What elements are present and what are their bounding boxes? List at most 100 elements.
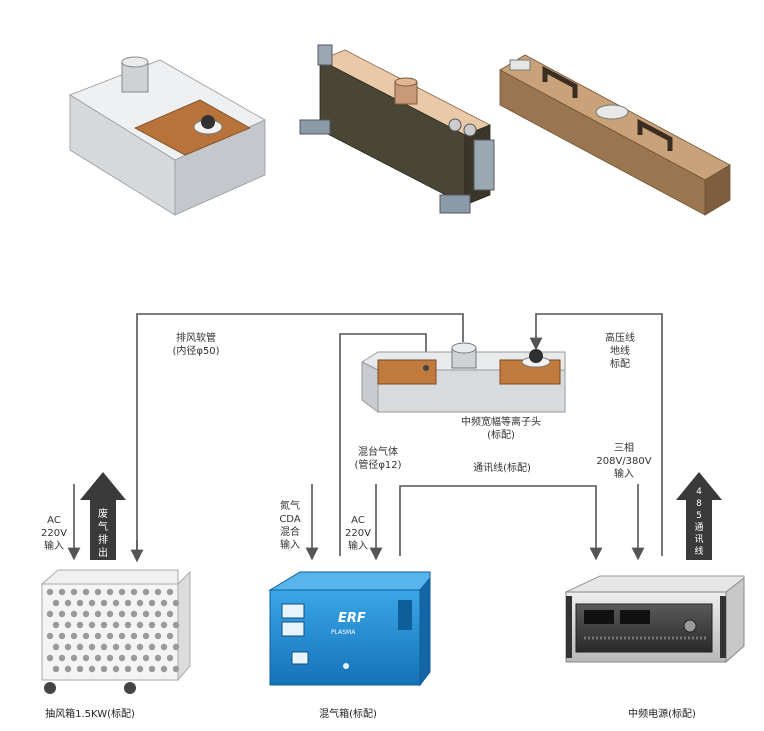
fan-box-hole bbox=[118, 654, 126, 662]
fan-box-hole bbox=[76, 665, 84, 673]
fan-box-hole bbox=[160, 643, 168, 651]
hv-line bbox=[529, 313, 663, 556]
fan-box-hole bbox=[148, 665, 156, 673]
ac-left-label: AC 220V 输入 bbox=[41, 515, 67, 552]
fan-box-hole bbox=[118, 588, 126, 596]
three-phase-label: 三相 208V/380V 输入 bbox=[596, 443, 652, 480]
fan-box-hole bbox=[88, 621, 96, 629]
fan-box-hole bbox=[46, 588, 54, 596]
fan-box-hole bbox=[160, 599, 168, 607]
fan-box-hole bbox=[88, 599, 96, 607]
nitrogen-cda-label: 氮气 CDA 混合 输入 bbox=[279, 501, 301, 551]
fan-box-hole bbox=[58, 610, 66, 618]
fan-box-hole bbox=[136, 643, 144, 651]
fan-box-hole bbox=[64, 643, 72, 651]
fan-box-hole bbox=[142, 654, 150, 662]
fan-box-hole bbox=[130, 632, 138, 640]
fan-box-hole bbox=[166, 588, 174, 596]
gas-box-render: ERF PLASMA bbox=[268, 571, 431, 687]
fan-box-hole bbox=[166, 610, 174, 618]
fan-box-hole bbox=[88, 643, 96, 651]
exhaust-out-arrow bbox=[80, 472, 126, 560]
fan-box-hole bbox=[154, 588, 162, 596]
fan-box-hole bbox=[46, 610, 54, 618]
fan-box-hole bbox=[100, 599, 108, 607]
exhaust-hose-label: 排风软管 (内径φ50) bbox=[172, 333, 220, 357]
gas-box-brand: ERF bbox=[338, 611, 366, 626]
fan-box-hole bbox=[124, 665, 132, 673]
fan-box-hole bbox=[76, 643, 84, 651]
fan-box-hole bbox=[130, 654, 138, 662]
fan-box-hole bbox=[58, 588, 66, 596]
fan-box-hole bbox=[106, 632, 114, 640]
fan-box-hole bbox=[64, 599, 72, 607]
fan-box-hole bbox=[58, 632, 66, 640]
fan-box-hole bbox=[88, 665, 96, 673]
product-render-compact-module bbox=[69, 56, 266, 216]
fan-box-hole bbox=[124, 621, 132, 629]
fan-box-hole bbox=[106, 610, 114, 618]
fan-box-hole bbox=[112, 643, 120, 651]
rs485-label: 4 8 5 通 讯 线 bbox=[694, 487, 704, 557]
fan-box-hole bbox=[76, 621, 84, 629]
fan-box-hole bbox=[124, 643, 132, 651]
fan-box-hole bbox=[124, 599, 132, 607]
fan-box-hole bbox=[106, 588, 114, 596]
comm-line-label: 通讯线(标配) bbox=[473, 463, 531, 474]
connection-lines bbox=[67, 313, 663, 563]
fan-box-hole bbox=[136, 599, 144, 607]
fan-box-hole bbox=[70, 654, 78, 662]
fan-box-hole bbox=[94, 610, 102, 618]
fan-box-hole bbox=[52, 665, 60, 673]
fan-box-hole bbox=[64, 665, 72, 673]
fan-box-hole bbox=[70, 610, 78, 618]
fan-box-hole bbox=[118, 610, 126, 618]
fan-box-hole bbox=[52, 621, 60, 629]
power-supply-render bbox=[565, 575, 745, 664]
exhaust-out-label: 废 气 排 出 bbox=[98, 509, 108, 559]
fan-box-hole bbox=[166, 632, 174, 640]
fan-box-hole bbox=[70, 632, 78, 640]
fan-box-hole bbox=[160, 621, 168, 629]
fan-box-hole bbox=[154, 654, 162, 662]
product-render-long-bronze-module bbox=[499, 54, 731, 216]
fan-box-hole bbox=[100, 665, 108, 673]
ac-mid-label: AC 220V 输入 bbox=[345, 515, 371, 552]
fan-box-hole bbox=[100, 621, 108, 629]
fan-box-hole bbox=[58, 654, 66, 662]
fan-box-hole bbox=[70, 588, 78, 596]
fan-box-hole bbox=[112, 621, 120, 629]
fan-box-caption: 抽风箱1.5KW(标配) bbox=[45, 709, 135, 720]
fan-box-hole bbox=[52, 643, 60, 651]
fan-box-hole bbox=[118, 632, 126, 640]
fan-box-hole bbox=[148, 643, 156, 651]
fan-box-hole bbox=[172, 665, 180, 673]
fan-box-hole bbox=[142, 632, 150, 640]
hv-line-label: 高压线 地线 标配 bbox=[605, 333, 635, 370]
fan-box-hole bbox=[82, 632, 90, 640]
fan-box-hole bbox=[94, 632, 102, 640]
fan-box-hole bbox=[172, 643, 180, 651]
fan-box-hole bbox=[64, 621, 72, 629]
exhaust-hose-line bbox=[136, 313, 464, 556]
fan-box-hole bbox=[142, 610, 150, 618]
product-render-framed-module bbox=[299, 44, 495, 214]
fan-box-hole bbox=[172, 599, 180, 607]
fan-box-hole bbox=[82, 588, 90, 596]
fan-box-hole bbox=[46, 654, 54, 662]
fan-box-hole bbox=[82, 610, 90, 618]
fan-box-hole bbox=[166, 654, 174, 662]
fan-box-hole bbox=[112, 599, 120, 607]
fan-box-hole bbox=[94, 654, 102, 662]
fan-box-hole bbox=[160, 665, 168, 673]
fan-box-hole bbox=[82, 654, 90, 662]
fan-box-render bbox=[40, 569, 191, 694]
gas-box-caption: 混气箱(标配) bbox=[319, 709, 377, 720]
fan-box-hole bbox=[154, 632, 162, 640]
fan-box-hole bbox=[94, 588, 102, 596]
fan-box-hole bbox=[148, 599, 156, 607]
mixed-gas-line bbox=[339, 333, 433, 556]
fan-box-hole bbox=[154, 610, 162, 618]
